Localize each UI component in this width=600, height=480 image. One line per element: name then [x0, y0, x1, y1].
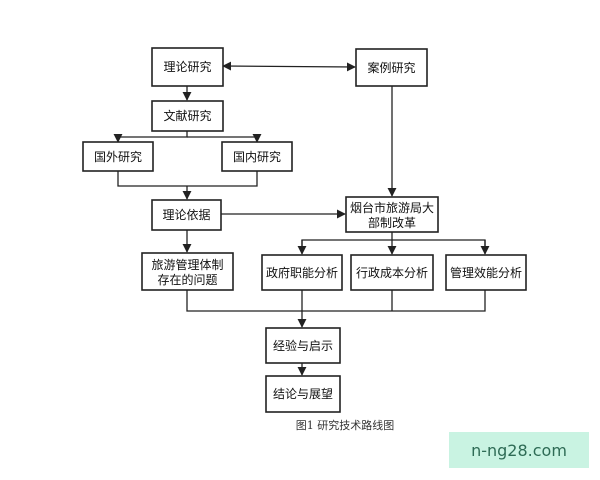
svg-text:烟台市旅游局大: 烟台市旅游局大: [350, 200, 434, 215]
watermark-text: n-ng28.com: [471, 440, 567, 460]
svg-text:行政成本分析: 行政成本分析: [356, 266, 428, 280]
node-conclusion: 结论与展望: [265, 375, 341, 413]
node-case-research: 案例研究: [355, 48, 428, 87]
svg-text:部制改革: 部制改革: [368, 215, 416, 230]
node-gov-function: 政府职能分析: [261, 254, 343, 291]
line-literature-foreign: [117, 131, 188, 141]
svg-text:存在的问题: 存在的问题: [157, 272, 217, 287]
svg-text:文献研究: 文献研究: [163, 108, 211, 123]
node-theory-research: 理论研究: [151, 47, 224, 87]
node-tourism-problems: 旅游管理体制 存在的问题: [141, 252, 234, 291]
svg-text:国内研究: 国内研究: [233, 149, 281, 164]
line-merge-foreign-domestic: [117, 171, 258, 187]
svg-text:旅游管理体制: 旅游管理体制: [151, 257, 223, 272]
figure-caption: 图1 研究技术路线图: [295, 419, 395, 432]
watermark: n-ng28.com: [449, 432, 589, 468]
line-reform-mgmt: [392, 239, 486, 252]
node-experience: 经验与启示: [265, 327, 341, 364]
svg-text:理论依据: 理论依据: [162, 207, 210, 222]
svg-text:国外研究: 国外研究: [94, 149, 142, 164]
svg-text:经验与启示: 经验与启示: [273, 338, 333, 353]
node-mgmt-efficiency: 管理效能分析: [445, 254, 527, 291]
node-admin-cost: 行政成本分析: [350, 254, 434, 291]
line-reform-gov: [301, 232, 393, 252]
node-theoretical-basis: 理论依据: [151, 199, 222, 231]
connectors: [113, 61, 490, 376]
node-domestic-research: 国内研究: [221, 141, 293, 172]
arrow-theory-case: [222, 61, 356, 72]
line-bottom-merge: [186, 290, 486, 312]
svg-text:案例研究: 案例研究: [367, 60, 415, 75]
line-literature-domestic: [187, 136, 258, 141]
node-yantai-reform: 烟台市旅游局大 部制改革: [345, 196, 439, 233]
svg-text:理论研究: 理论研究: [163, 59, 211, 74]
node-foreign-research: 国外研究: [82, 141, 154, 172]
node-literature-research: 文献研究: [151, 100, 224, 132]
svg-text:政府职能分析: 政府职能分析: [266, 265, 338, 280]
svg-text:结论与展望: 结论与展望: [273, 387, 333, 401]
svg-text:管理效能分析: 管理效能分析: [450, 265, 522, 280]
